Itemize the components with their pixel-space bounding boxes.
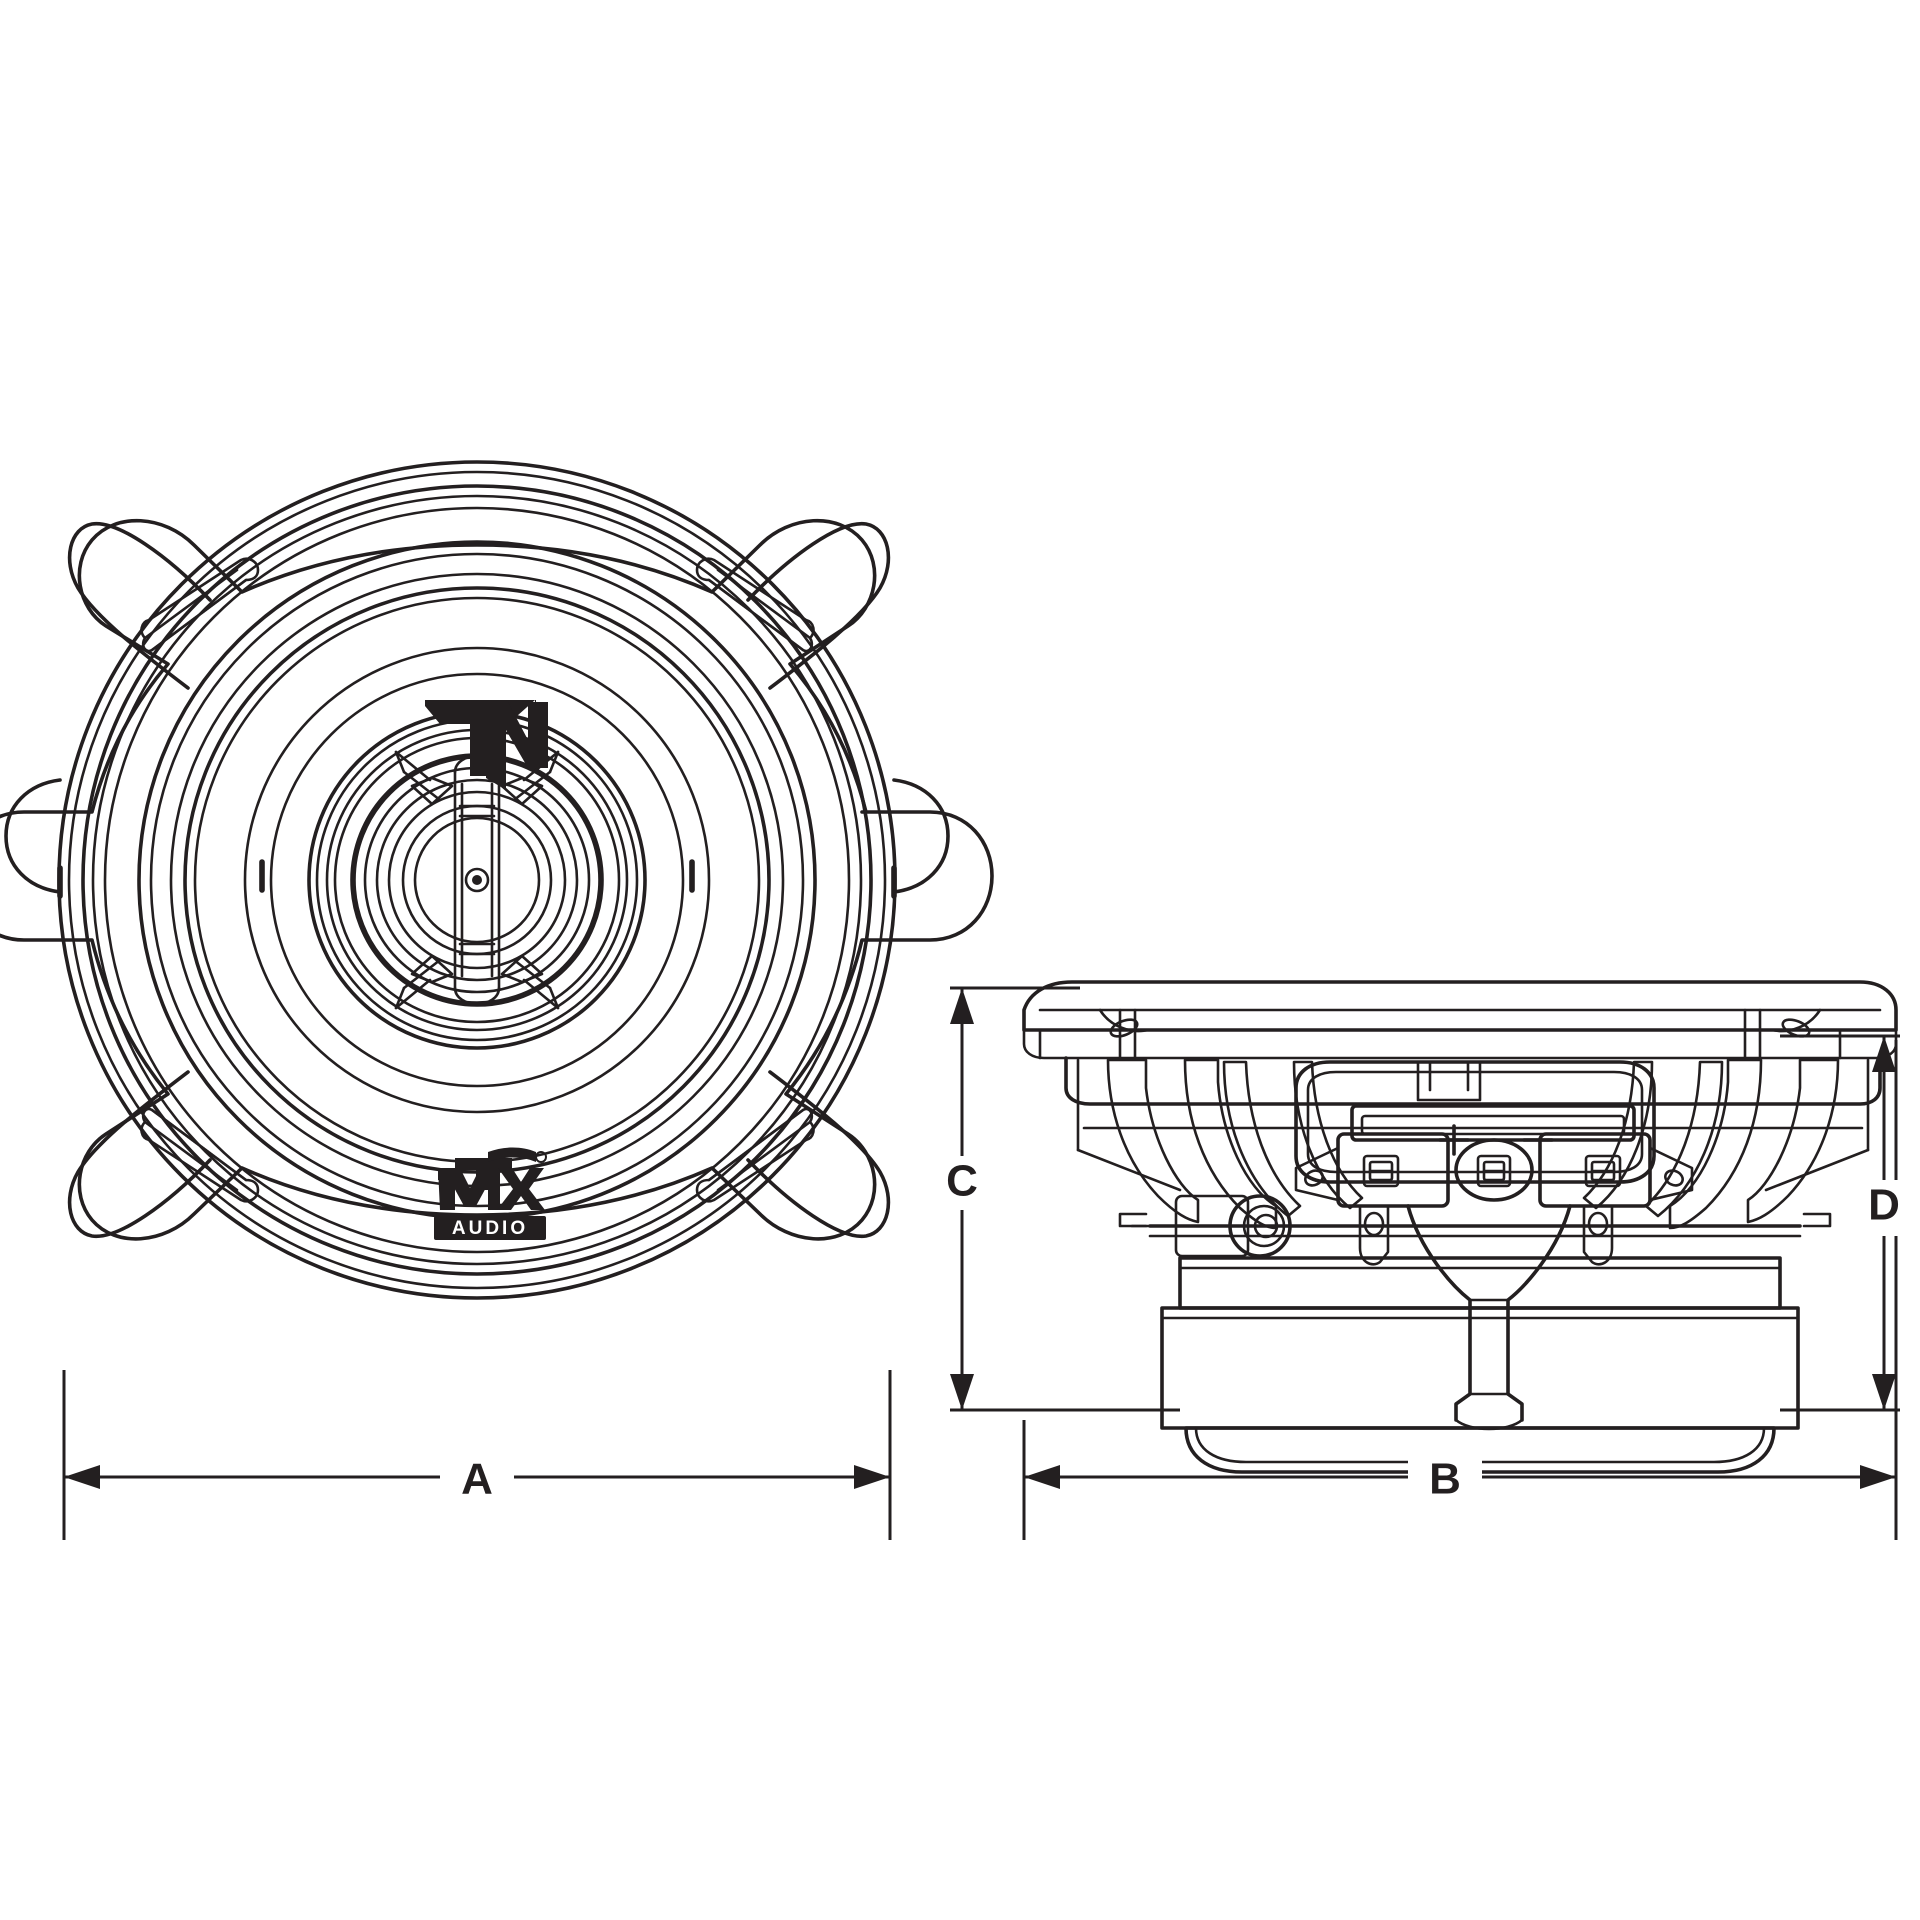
cone-inner-rings [243, 646, 711, 1114]
tn-logo [425, 700, 548, 790]
dimension-label-c: C [946, 1157, 978, 1206]
side-view [1022, 980, 1898, 1474]
dimension-C: C [932, 986, 1180, 1412]
dimension-B: B [1022, 1040, 1898, 1540]
mounting-slot-group [140, 557, 815, 1203]
dimension-label-a: A [461, 1455, 493, 1504]
pole-assembly [1130, 1194, 1342, 1258]
magnet-assembly [1160, 1256, 1800, 1474]
polarity-plus-icon [1438, 1124, 1470, 1156]
flange [1022, 980, 1898, 1060]
dimension-D: D [1780, 1034, 1916, 1412]
basket [1064, 1056, 1882, 1238]
dimension-label-d: D [1868, 1181, 1900, 1230]
lead-wires [1358, 1204, 1614, 1431]
frame-outline [4, 521, 950, 1239]
mtx-audio-sub-label: AUDIO [452, 1218, 528, 1239]
mtx-audio-logo: AUDIO [434, 1147, 547, 1240]
dimension-A: A [62, 1370, 892, 1540]
dimension-label-b: B [1429, 1455, 1461, 1504]
frame-nicks [57, 859, 897, 899]
front-view: AUDIO [0, 460, 994, 1300]
tweeter-bridge [394, 750, 560, 1010]
terminal-block [1294, 1104, 1694, 1208]
